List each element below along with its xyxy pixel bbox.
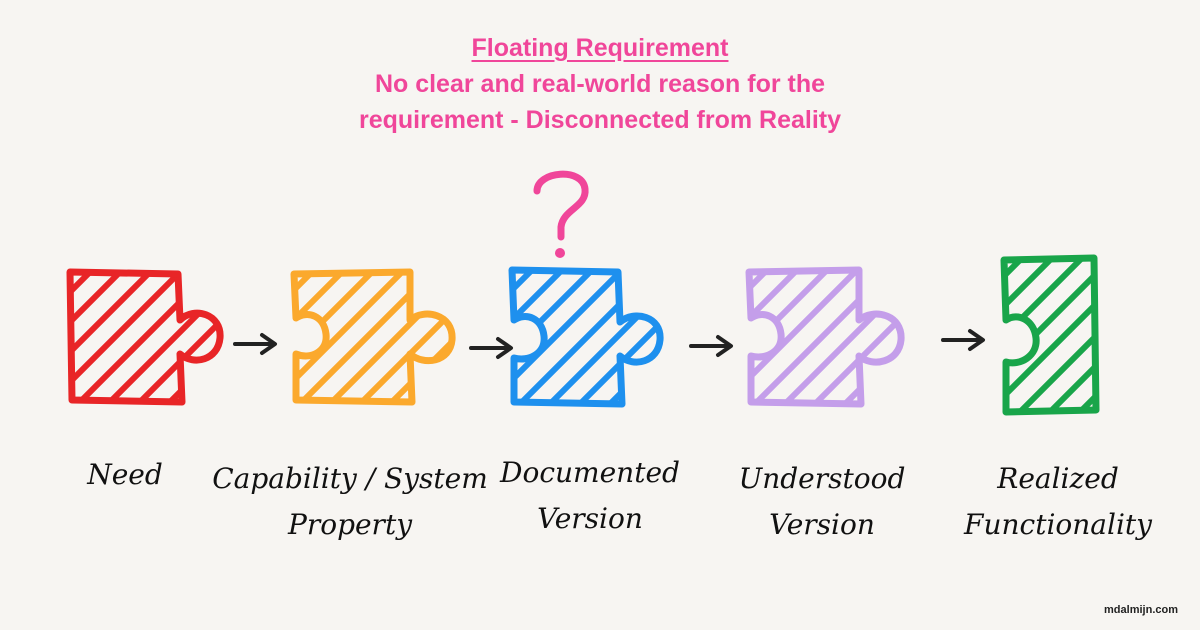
step-label-realized: Realized Functionality (964, 462, 1152, 541)
step-label-capability: Capability / System Property (212, 462, 488, 541)
arrow-right-icon (941, 329, 985, 351)
diagram-title: Floating Requirement (471, 34, 729, 62)
header: Floating Requirement No clear and real-w… (0, 30, 1200, 138)
arrow-right-icon (233, 333, 277, 355)
diagram-subtitle: No clear and real-world reason for the r… (358, 70, 842, 134)
puzzle-piece-realized-icon (1000, 254, 1100, 416)
credit-text: mdalmijn.com (1104, 604, 1178, 616)
puzzle-piece-documented-icon (508, 266, 664, 408)
step-label-documented: Documented Version (500, 456, 680, 535)
question-mark-icon (533, 170, 589, 258)
puzzle-piece-understood-icon (745, 266, 905, 408)
step-label-need: Need (87, 458, 163, 491)
step-label-understood: Understood Version (738, 462, 906, 541)
puzzle-piece-need-icon (66, 268, 224, 406)
arrow-right-icon (469, 337, 513, 359)
puzzle-piece-capability-icon (290, 268, 456, 406)
arrow-right-icon (689, 335, 733, 357)
